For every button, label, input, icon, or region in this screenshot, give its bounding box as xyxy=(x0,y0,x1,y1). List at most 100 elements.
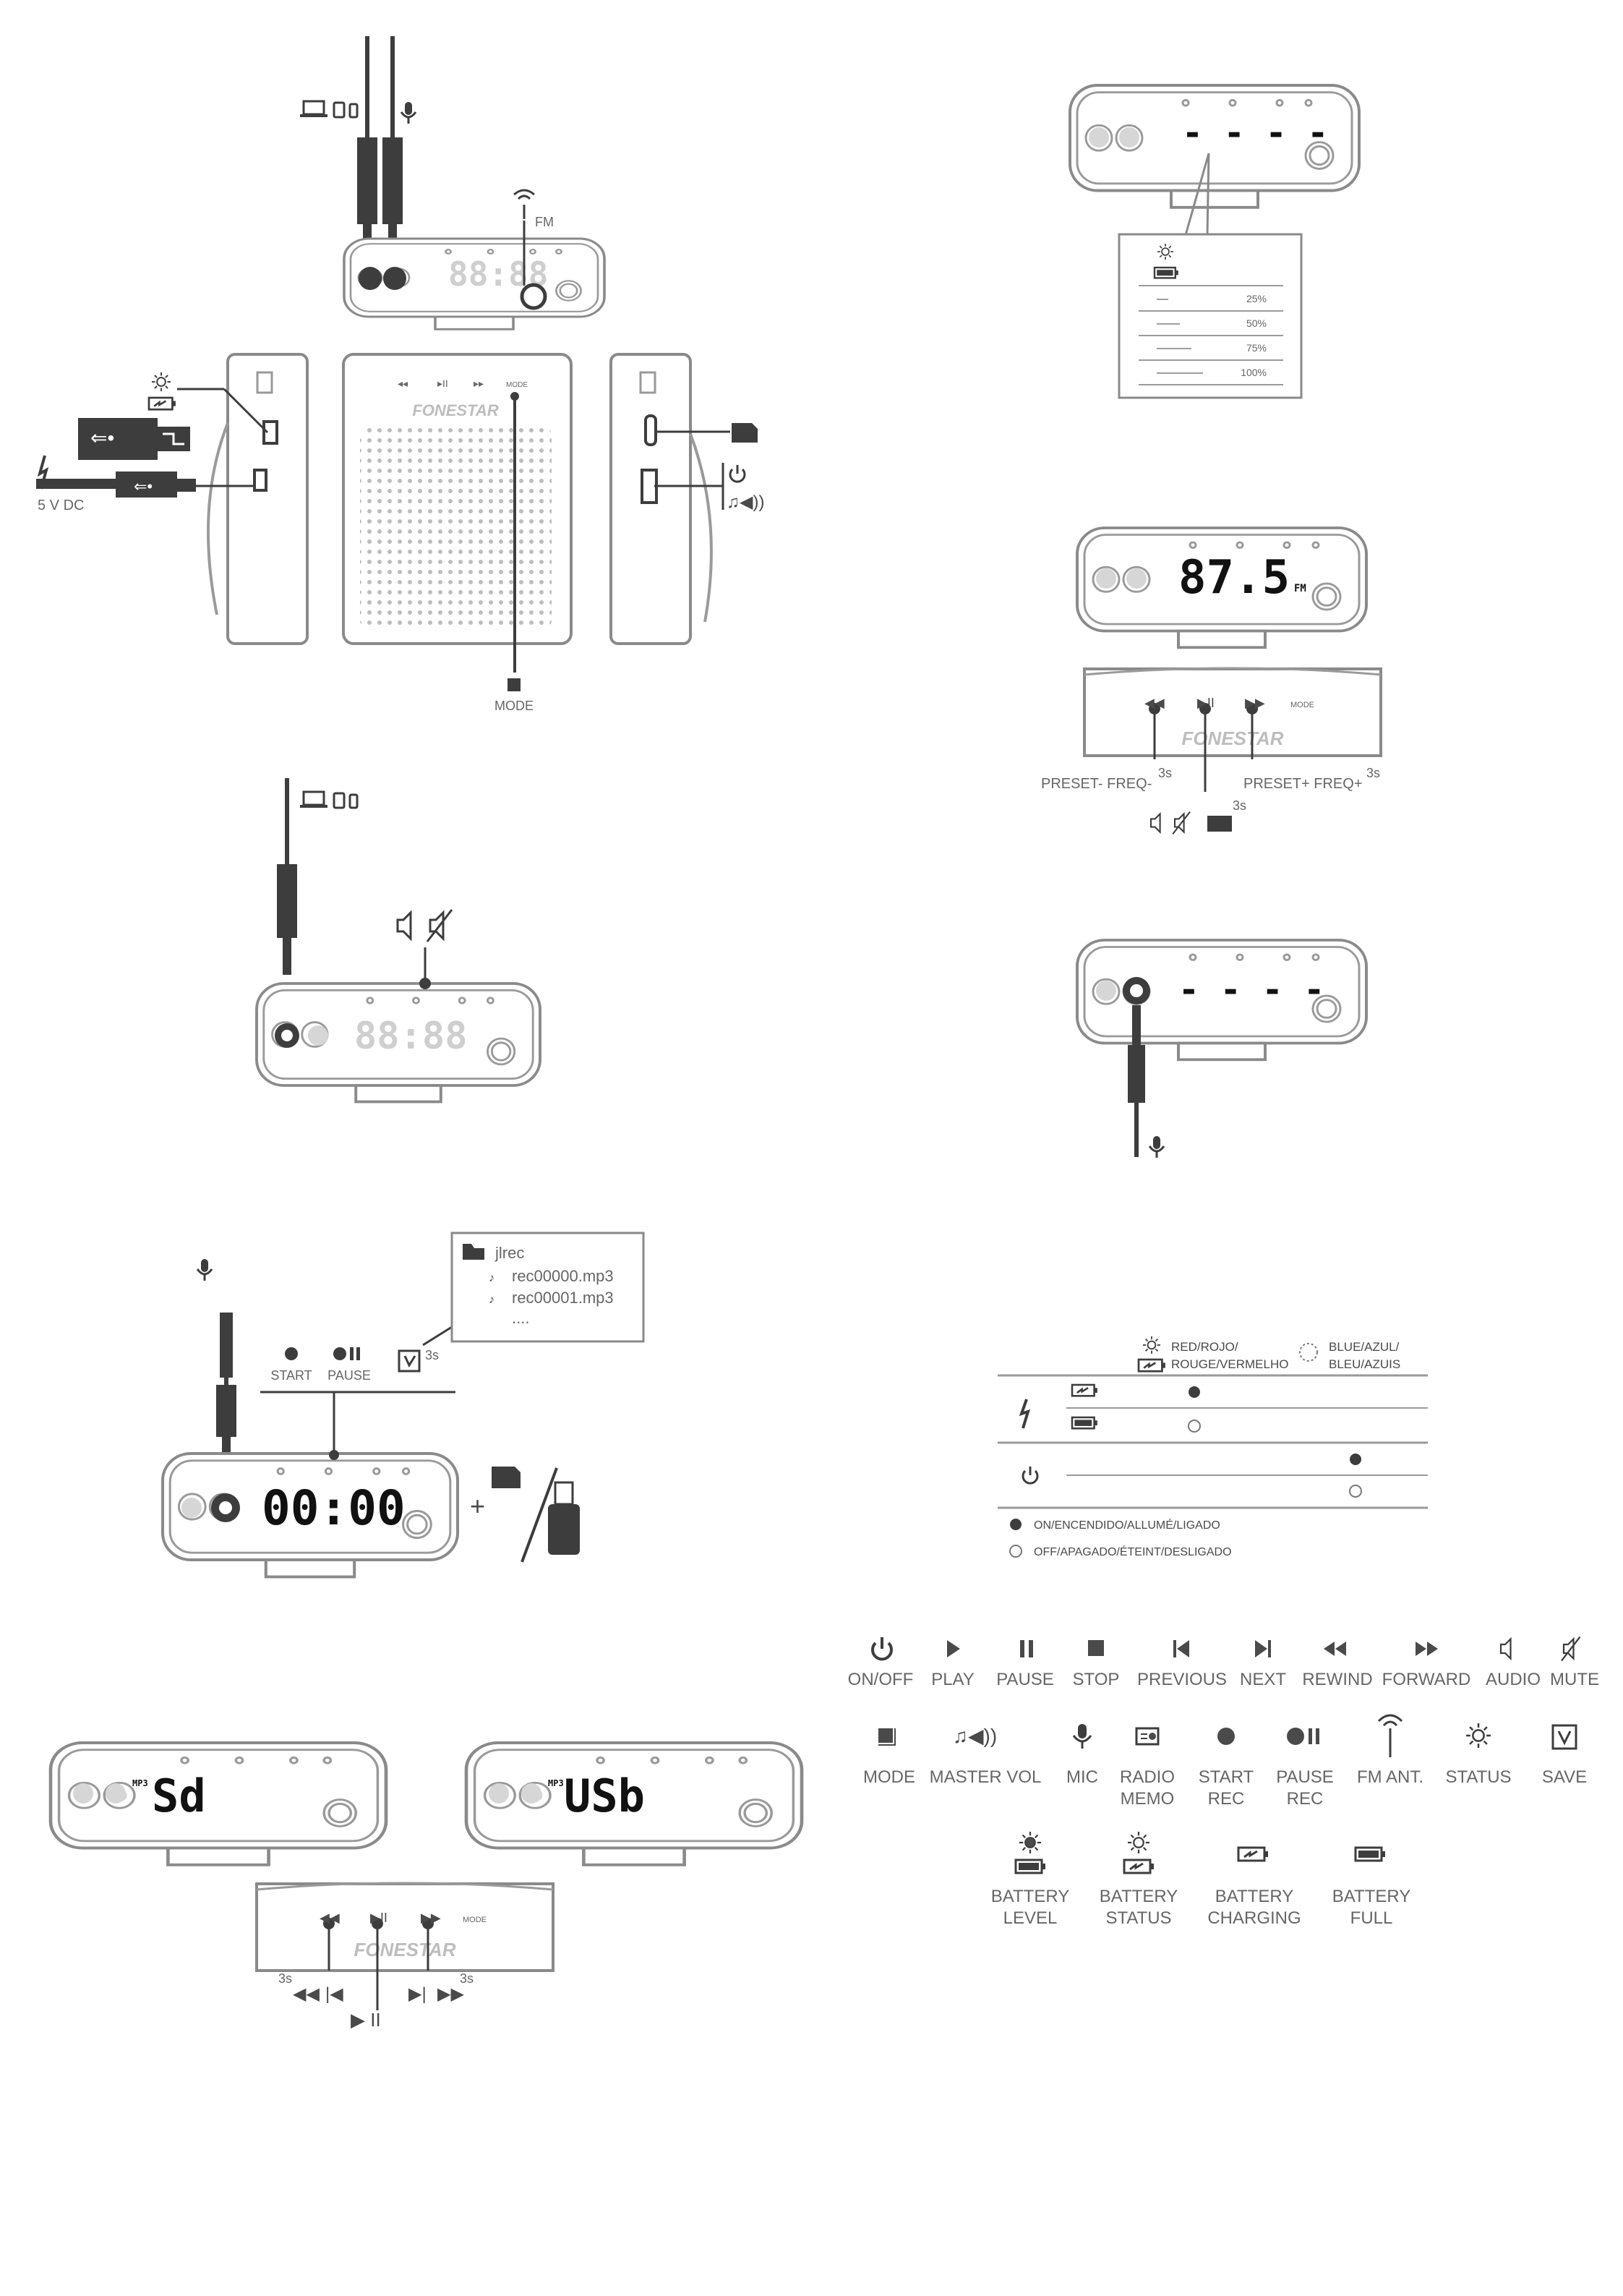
device-left-side xyxy=(226,353,309,645)
micro-usb-connector xyxy=(116,471,177,498)
folder-name: jlrec xyxy=(494,1244,524,1262)
aux-plug xyxy=(357,36,377,268)
start-rec-icon xyxy=(1217,1728,1235,1745)
battery-level-table xyxy=(1118,233,1303,399)
mode-label: MODE xyxy=(494,699,534,713)
svg-text:FM: FM xyxy=(1294,583,1306,594)
section-media-playback: MP3 Sd MP3 USb FONESTAR MODE ◀◀ ▶II ▶▶ 3… xyxy=(51,1743,802,2031)
legend-label: BATTERY xyxy=(1100,1887,1178,1906)
legend-label: REWIND xyxy=(1302,1670,1372,1689)
save-icon xyxy=(398,1349,421,1373)
legend-label: MODE xyxy=(863,1767,915,1787)
svg-text:3s: 3s xyxy=(278,1971,292,1986)
battery-row-4: ———— 100% xyxy=(1139,367,1283,385)
start-rec-icon xyxy=(285,1347,298,1360)
legend-on: ON/ENCENDIDO/ALLUMÉ/LIGADO xyxy=(1034,1518,1220,1532)
mic-icon xyxy=(400,102,417,124)
status-icon xyxy=(1465,1722,1492,1749)
battery-level-icon xyxy=(1016,1830,1045,1873)
svg-text:25%: 25% xyxy=(1246,293,1267,304)
power-icon xyxy=(871,1637,893,1661)
forward-icon: ▶▶ xyxy=(437,1984,464,2004)
play-pause-icon: ▶ II xyxy=(351,2009,381,2031)
previous-icon: |◀ xyxy=(325,1984,343,2004)
svg-text:3s: 3s xyxy=(1233,798,1246,813)
mute-icon xyxy=(1562,1637,1580,1661)
usb-display: USb xyxy=(564,1770,645,1822)
svg-text:▶II: ▶II xyxy=(370,1911,387,1925)
fm-frequency-display: 87.5 xyxy=(1178,551,1290,605)
legend-label: PREVIOUS xyxy=(1137,1670,1227,1689)
legend-label: MIC xyxy=(1066,1767,1098,1787)
audio-icon xyxy=(396,911,412,940)
battery-dashes-display: - - - - xyxy=(1182,113,1328,153)
forward-icon xyxy=(1416,1642,1438,1656)
start-label: START xyxy=(270,1368,312,1383)
svg-text:♪: ♪ xyxy=(489,1294,494,1306)
svg-text:⇐•: ⇐• xyxy=(90,427,114,449)
file-item: rec00001.mp3 xyxy=(512,1289,614,1307)
svg-text:ROUGE/VERMELHO: ROUGE/VERMELHO xyxy=(1171,1357,1288,1371)
fm-antenna-icon xyxy=(513,189,535,219)
svg-text:———: ——— xyxy=(1157,342,1191,354)
svg-text:▸▸: ▸▸ xyxy=(474,377,484,389)
preset-plus-label: PRESET+ FREQ+ xyxy=(1243,776,1363,792)
svg-text:100%: 100% xyxy=(1241,367,1267,378)
svg-text:50%: 50% xyxy=(1246,317,1267,329)
svg-text:3s: 3s xyxy=(1158,766,1172,780)
legend-label: PAUSE xyxy=(1276,1767,1334,1787)
section-status-table: RED/ROJO/ ROUGE/VERMELHO BLUE/AZUL/ BLEU… xyxy=(998,1336,1428,1558)
sd-card-icon xyxy=(732,423,758,443)
legend-label: STOP xyxy=(1073,1670,1120,1689)
mic-icon xyxy=(1148,1136,1165,1158)
usb-a-connector xyxy=(78,418,158,460)
legend-label: ON/OFF xyxy=(848,1670,914,1689)
svg-text:75%: 75% xyxy=(1246,342,1267,354)
svg-text:◀◀: ◀◀ xyxy=(1144,696,1165,710)
svg-text:BLEU/AZUIS: BLEU/AZUIS xyxy=(1329,1357,1400,1371)
legend-label: RADIO xyxy=(1120,1767,1175,1787)
battery-status-icon xyxy=(1124,1830,1154,1873)
pause-icon xyxy=(1020,1640,1033,1657)
mic-icon xyxy=(196,1259,213,1281)
section-connections: 88:88 FM FONESTAR ◂◂ ▸II ▸▸ MODE MODE xyxy=(36,36,764,713)
battery-row-1: — 25% xyxy=(1139,293,1283,312)
rec-time-display: 00:00 xyxy=(262,1480,406,1536)
section-mic-input: - - - - xyxy=(1076,939,1368,1158)
legend-label: SAVE xyxy=(1542,1767,1587,1787)
legend-label: MASTER VOL xyxy=(930,1767,1042,1787)
mic-dashes-display: - - - - xyxy=(1178,970,1324,1010)
radio-memo-icon xyxy=(1135,1727,1160,1746)
svg-text:MP3: MP3 xyxy=(548,1778,564,1788)
svg-text:MEMO: MEMO xyxy=(1121,1789,1175,1809)
legend-off: OFF/APAGADO/ÉTEINT/DESLIGADO xyxy=(1034,1545,1232,1558)
legend-label: FM ANT. xyxy=(1357,1767,1423,1787)
pause-label: PAUSE xyxy=(327,1368,371,1383)
svg-text:+: + xyxy=(470,1491,485,1521)
status-icon xyxy=(151,372,171,392)
svg-text:REC: REC xyxy=(1287,1789,1324,1809)
svg-text:—: — xyxy=(1157,293,1168,305)
mic-plug xyxy=(382,36,403,268)
legend-label: PLAY xyxy=(931,1670,975,1689)
legend-label: BATTERY xyxy=(991,1887,1069,1906)
brand-logo: FONESTAR xyxy=(412,401,498,419)
mute-icon xyxy=(1173,812,1190,835)
previous-icon xyxy=(1173,1640,1189,1657)
dc-label: 5 V DC xyxy=(38,498,84,513)
sd-display: Sd xyxy=(152,1770,206,1822)
radio-memo-icon xyxy=(1207,816,1232,832)
legend-label: FORWARD xyxy=(1382,1670,1471,1689)
speaker-icon xyxy=(1499,1638,1512,1660)
svg-text:▶▶: ▶▶ xyxy=(1245,696,1265,710)
rewind-icon xyxy=(1324,1642,1346,1656)
svg-text:3s: 3s xyxy=(460,1971,474,1986)
device-right-side xyxy=(609,353,692,645)
svg-text:FONESTAR: FONESTAR xyxy=(354,1939,455,1960)
svg-text:◀◀: ◀◀ xyxy=(320,1911,340,1925)
play-icon xyxy=(947,1640,960,1657)
svg-text:——: —— xyxy=(1157,317,1180,330)
pause-rec-icon xyxy=(333,1347,346,1360)
power-icon xyxy=(729,465,746,483)
aux-cable xyxy=(277,778,297,975)
